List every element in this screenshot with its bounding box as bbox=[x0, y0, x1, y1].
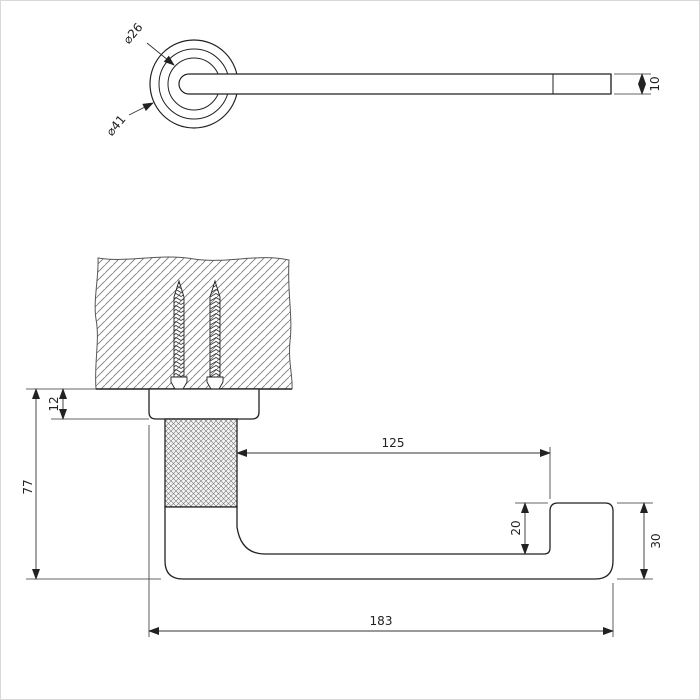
dim-drop: 20 bbox=[509, 520, 523, 535]
dim-plate-thickness: 12 bbox=[47, 396, 61, 411]
stem-knurled bbox=[164, 418, 238, 508]
dim-outer-diameter: ⌀41 bbox=[103, 112, 128, 138]
leader-line-inner-dia bbox=[146, 42, 175, 66]
leader-line-outer-dia bbox=[128, 102, 154, 116]
wall-section-hatched bbox=[94, 256, 293, 390]
dim-tip-height: 30 bbox=[649, 533, 663, 548]
screw-right-shank bbox=[209, 279, 221, 378]
wall-plate bbox=[148, 388, 260, 420]
dim-overall-height: 77 bbox=[21, 479, 35, 494]
dim-overall-length: 183 bbox=[370, 614, 393, 628]
dim-bar-thickness: 10 bbox=[648, 76, 662, 91]
screw-left bbox=[170, 279, 188, 390]
top-view: ⌀26 ⌀41 10 bbox=[103, 20, 662, 138]
side-view: 12 77 125 20 30 183 bbox=[21, 256, 663, 637]
screw-left-shank bbox=[173, 279, 185, 378]
bar-plan-outline bbox=[178, 73, 612, 95]
dim-inner-diameter: ⌀26 bbox=[120, 20, 145, 46]
arm-outline bbox=[164, 502, 614, 580]
dim-reach: 125 bbox=[382, 436, 405, 450]
